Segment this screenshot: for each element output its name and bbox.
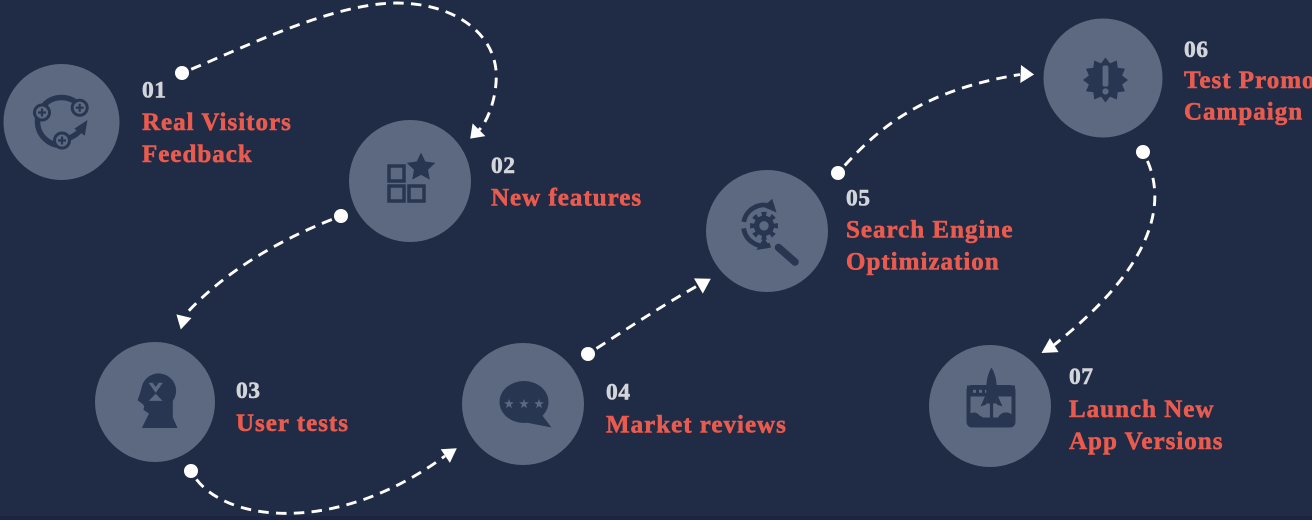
svg-text:05: 05 xyxy=(846,186,871,212)
svg-text:Feedback: Feedback xyxy=(142,141,253,168)
svg-text:Campaign: Campaign xyxy=(1184,99,1303,126)
svg-text:07: 07 xyxy=(1069,364,1094,390)
svg-text:06: 06 xyxy=(1184,37,1209,63)
svg-text:Market reviews: Market reviews xyxy=(606,412,787,439)
svg-text:Optimization: Optimization xyxy=(846,249,1000,276)
svg-text:Launch New: Launch New xyxy=(1069,396,1214,423)
svg-text:New features: New features xyxy=(491,185,642,212)
svg-text:03: 03 xyxy=(236,378,261,404)
svg-text:User tests: User tests xyxy=(236,410,349,437)
svg-text:App Versions: App Versions xyxy=(1069,428,1223,455)
svg-text:Test Promo: Test Promo xyxy=(1184,67,1312,94)
svg-text:04: 04 xyxy=(606,380,631,406)
svg-text:01: 01 xyxy=(142,78,167,104)
svg-text:02: 02 xyxy=(491,153,516,179)
svg-text:Real Visitors: Real Visitors xyxy=(142,109,292,136)
svg-text:Search Engine: Search Engine xyxy=(846,217,1013,244)
